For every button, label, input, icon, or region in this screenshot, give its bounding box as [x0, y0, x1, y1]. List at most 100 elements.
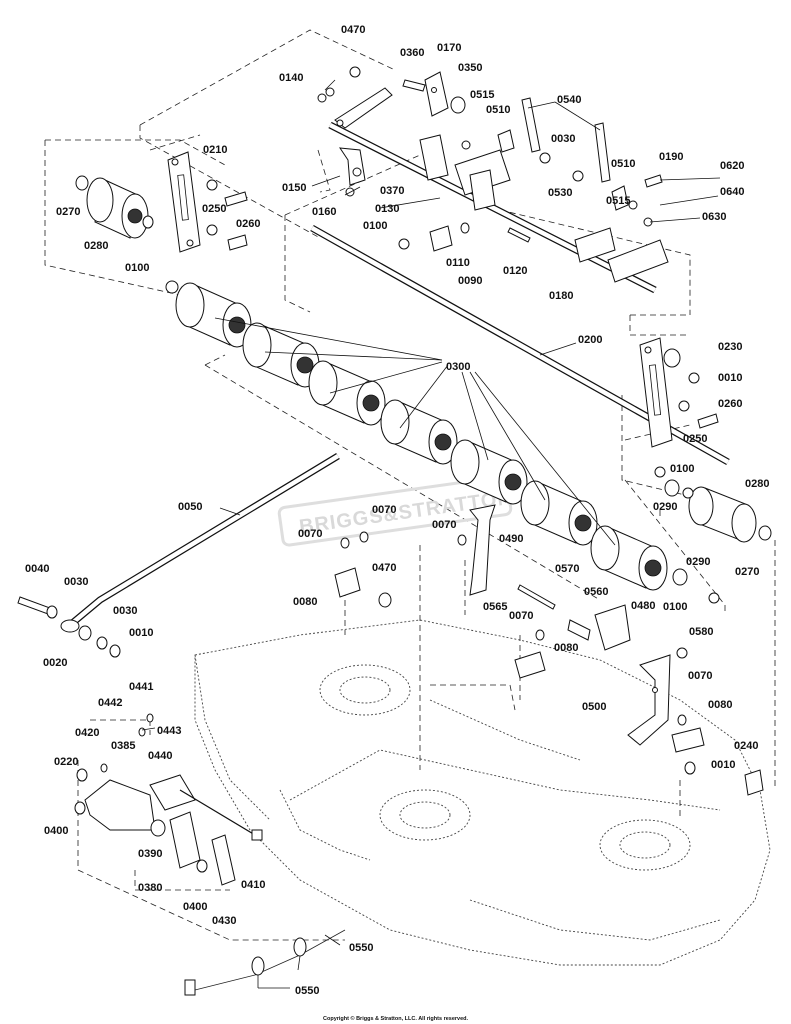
label-0560: 0560	[584, 586, 608, 598]
label-0080-a: 0080	[293, 596, 317, 608]
label-0470-top: 0470	[341, 24, 365, 36]
label-0030-left: 0030	[64, 576, 88, 588]
switch-0480	[594, 604, 631, 651]
hardware-items	[17, 66, 772, 886]
label-0370: 0370	[380, 185, 404, 197]
bracket-0140-arm	[334, 87, 393, 129]
label-0070-d: 0070	[509, 610, 533, 622]
label-0510-right: 0510	[611, 158, 635, 170]
label-0070-a: 0070	[372, 504, 396, 516]
label-0040: 0040	[25, 563, 49, 575]
label-0515-top: 0515	[470, 89, 494, 101]
label-0130: 0130	[375, 203, 399, 215]
label-0360: 0360	[400, 47, 424, 59]
roller-0300-7	[590, 525, 668, 591]
label-0620: 0620	[720, 160, 744, 172]
bracket-0490	[469, 504, 496, 596]
bracket-0385	[84, 779, 156, 831]
label-0280-right: 0280	[745, 478, 769, 490]
bracket-0210	[167, 151, 201, 253]
label-0010-lower: 0010	[711, 759, 735, 771]
clamp-0080-a	[334, 567, 361, 598]
label-0443: 0443	[157, 725, 181, 737]
label-0430: 0430	[212, 915, 236, 927]
roller-0300-3	[308, 360, 386, 426]
label-0290-a: 0290	[653, 501, 677, 513]
roller-0300-6	[520, 480, 598, 546]
label-0400-a: 0400	[44, 825, 68, 837]
label-0030-top: 0030	[551, 133, 575, 145]
label-0120: 0120	[503, 265, 527, 277]
bracket-0150	[338, 147, 366, 186]
label-0300: 0300	[446, 361, 470, 373]
roller-0300-5	[450, 439, 528, 505]
roller-0280-right	[688, 486, 757, 543]
label-0420: 0420	[75, 727, 99, 739]
motor-0440	[149, 774, 263, 841]
label-0100-c: 0100	[670, 463, 694, 475]
label-0220: 0220	[54, 756, 78, 768]
label-0400-b: 0400	[183, 901, 207, 913]
label-0260-right: 0260	[718, 398, 742, 410]
roller-0300-1	[175, 282, 252, 348]
label-0110: 0110	[446, 257, 470, 269]
label-0290-b: 0290	[686, 556, 710, 568]
label-0540: 0540	[557, 94, 581, 106]
shaft-0180	[328, 121, 657, 294]
rod-0050	[60, 453, 340, 633]
label-0500: 0500	[582, 701, 606, 713]
label-0350: 0350	[458, 62, 482, 74]
mower-deck	[194, 619, 771, 966]
label-0490: 0490	[499, 533, 523, 545]
label-0550-right: 0550	[349, 942, 373, 954]
bracket-0370-assembly	[419, 134, 511, 211]
label-0380: 0380	[138, 882, 162, 894]
label-0550-bottom: 0550	[295, 985, 319, 997]
label-0200: 0200	[578, 334, 602, 346]
label-0100-b: 0100	[125, 262, 149, 274]
roller-0280-left	[86, 177, 149, 239]
clamp-0080-c	[671, 727, 705, 753]
label-0010-right: 0010	[718, 372, 742, 384]
label-0442: 0442	[98, 697, 122, 709]
bracket-0630	[574, 227, 669, 283]
bracket-0170	[424, 71, 449, 117]
label-0640: 0640	[720, 186, 744, 198]
chain-0540	[521, 97, 611, 183]
label-0070-c: 0070	[432, 519, 456, 531]
label-0210: 0210	[203, 144, 227, 156]
label-0170: 0170	[437, 42, 461, 54]
label-0070-e: 0070	[688, 670, 712, 682]
label-0270-right: 0270	[735, 566, 759, 578]
label-0030-mid: 0030	[113, 605, 137, 617]
label-0630: 0630	[702, 211, 726, 223]
label-0250-right: 0250	[683, 433, 707, 445]
roller-0300-4	[380, 399, 458, 465]
label-0180: 0180	[549, 290, 573, 302]
label-0190: 0190	[659, 151, 683, 163]
label-0080-c: 0080	[708, 699, 732, 711]
label-0010-left: 0010	[129, 627, 153, 639]
label-0390: 0390	[138, 848, 162, 860]
label-0530: 0530	[548, 187, 572, 199]
label-0515-right: 0515	[606, 195, 630, 207]
label-0100-d: 0100	[663, 601, 687, 613]
label-0480: 0480	[631, 600, 655, 612]
label-0260-left: 0260	[236, 218, 260, 230]
label-0020: 0020	[43, 657, 67, 669]
label-0580: 0580	[689, 626, 713, 638]
label-0440: 0440	[148, 750, 172, 762]
label-0240: 0240	[734, 740, 758, 752]
label-0570: 0570	[555, 563, 579, 575]
roller-0300-2	[242, 322, 320, 388]
label-0050: 0050	[178, 501, 202, 513]
label-0100-a: 0100	[363, 220, 387, 232]
label-0280-left: 0280	[84, 240, 108, 252]
bracket-0500	[627, 654, 671, 746]
label-0230: 0230	[718, 341, 742, 353]
bracket-0380	[169, 811, 201, 869]
label-0150: 0150	[282, 182, 306, 194]
label-0565: 0565	[483, 601, 507, 613]
clamp-0080-b	[514, 651, 546, 679]
